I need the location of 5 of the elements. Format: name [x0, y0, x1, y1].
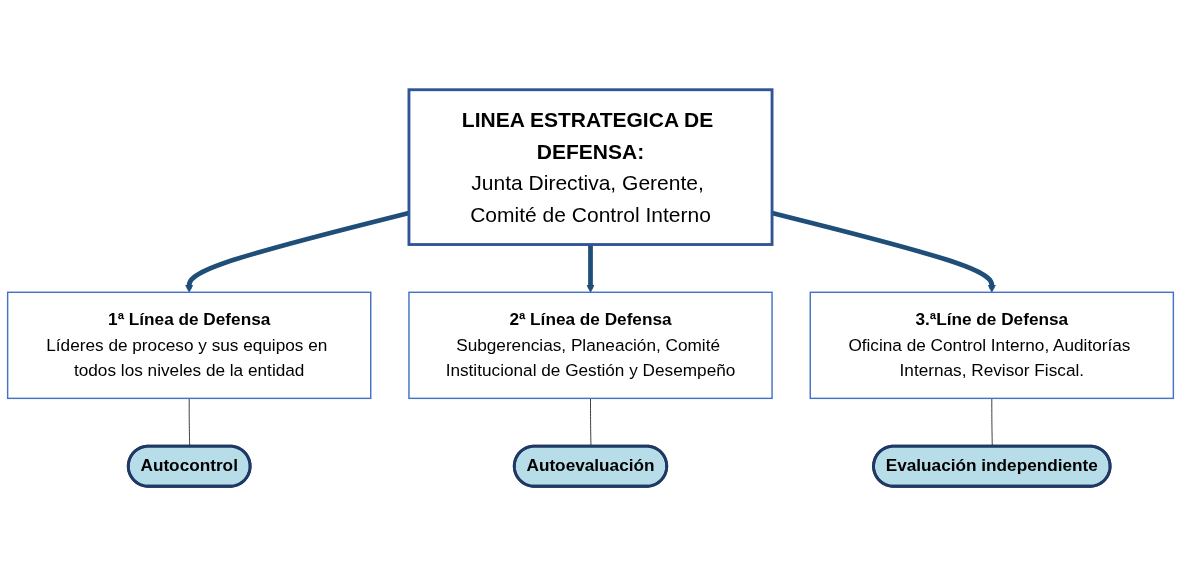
arrow — [586, 244, 595, 293]
node-box: 2ª Línea de Defensa Subgerencias, Planeación, Comité Institucional de Gestión y Desempeño — [408, 291, 773, 400]
node-box: 1ª Línea de Defensa Líderes de proceso y sus equipos en todos los niveles de la entidad — [6, 291, 372, 400]
node-box: LINEA ESTRATEGICA DE DEFENSA: Junta Directiva, Gerente, Comité de Control Interno — [407, 88, 774, 246]
node-box: 3.ªLíne de Defensa Oficina de Control Interno, Auditorías Internas, Revisor Fiscal. — [809, 291, 1175, 400]
